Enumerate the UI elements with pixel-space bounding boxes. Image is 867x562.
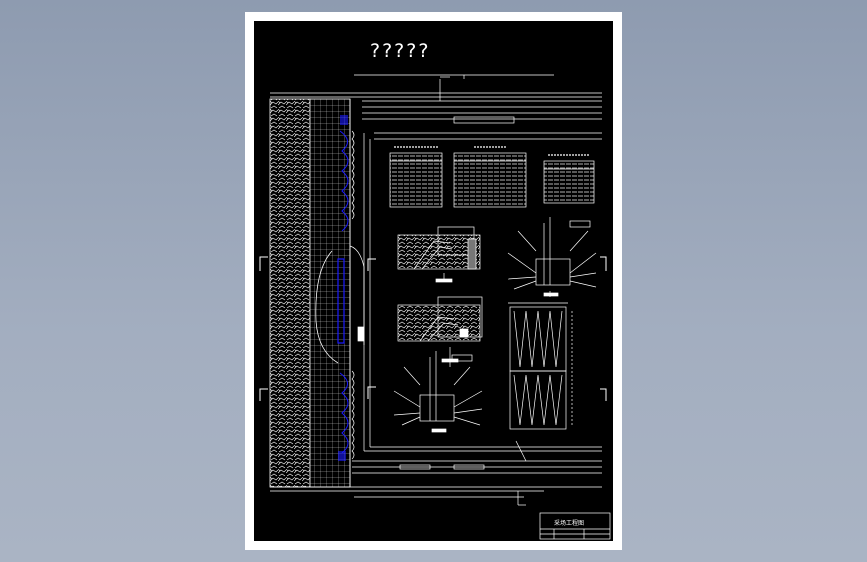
- fan-drilling-detail-a: [507, 217, 597, 297]
- scallop-boundary: [349, 130, 365, 460]
- drawing-title: ?????: [370, 40, 431, 62]
- cad-drawing-area: ?????: [254, 21, 613, 541]
- fan-drilling-detail-b: [393, 351, 483, 433]
- section-detail-a: [397, 226, 481, 283]
- title-block: [539, 512, 611, 540]
- rock-mass: [269, 98, 311, 488]
- data-tables: [389, 146, 595, 208]
- longhole-blast-section: [508, 302, 573, 430]
- frame-markers: [259, 256, 607, 401]
- stope-section: [309, 98, 351, 488]
- drawing-sheet: ?????: [245, 12, 622, 550]
- bottom-drift-lines: [270, 440, 602, 506]
- cad-canvas: 采场工程图: [259, 74, 611, 540]
- top-drift-lines: [270, 74, 602, 451]
- title-block-label: 采场工程图: [554, 519, 584, 527]
- section-detail-b: [397, 296, 483, 367]
- blue-pillar: [337, 115, 349, 461]
